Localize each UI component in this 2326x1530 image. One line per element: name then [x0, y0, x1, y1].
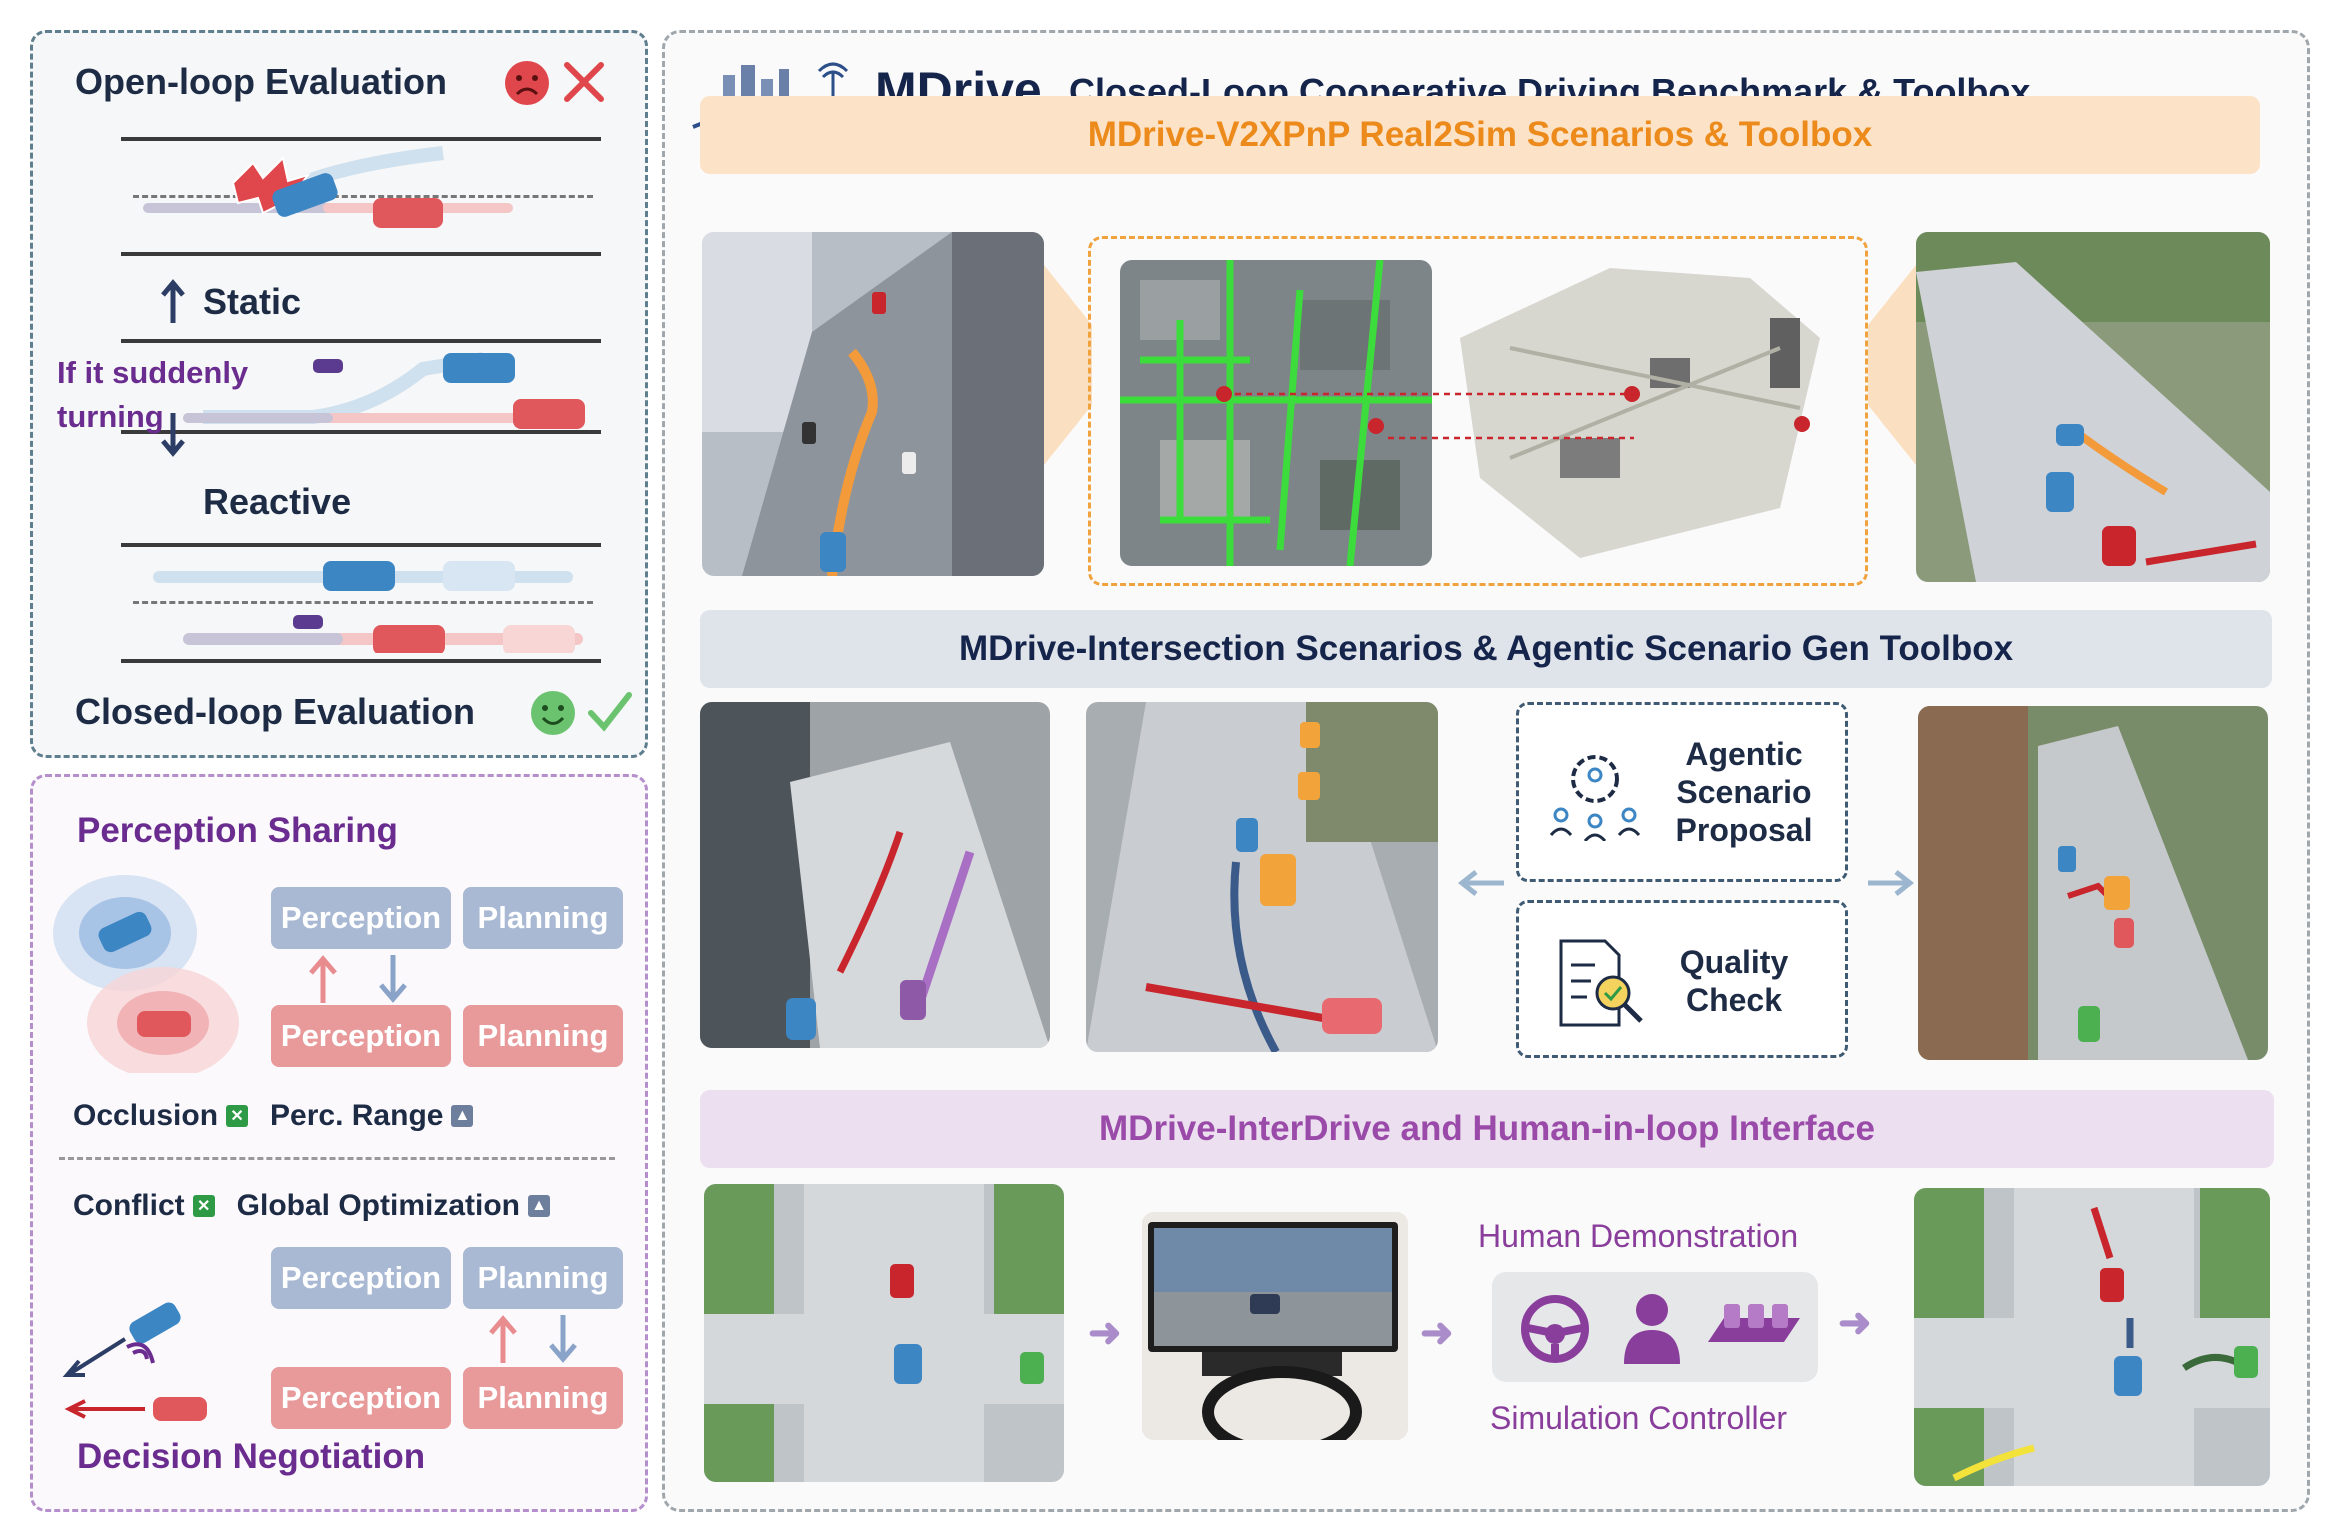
agentic-line1: Agentic: [1685, 736, 1803, 772]
satellite-map: [1120, 260, 1432, 566]
section1-band-main: MDrive-V2XPnP Real2Sim Scenarios & Toolb…: [700, 96, 2260, 174]
section2-band: MDrive-Intersection Scenarios & Agentic …: [700, 610, 2272, 688]
negotiation-cars: [62, 1302, 207, 1421]
arrow-right-icon: ➜: [1838, 1301, 1872, 1345]
perception-box-neg-bottom: Perception: [271, 1367, 451, 1429]
map-comparison-box: [1088, 236, 1868, 586]
sad-face-icon: [505, 61, 549, 105]
conflict-label: Conflict: [73, 1189, 185, 1222]
agentic-line2: Scenario: [1676, 774, 1812, 810]
scene-intersection-1: [700, 702, 1050, 1048]
person-icon: [1624, 1294, 1680, 1364]
perception-box-top: Perception: [271, 887, 451, 949]
quality-check-label: Quality Check: [1659, 943, 1809, 1019]
arrow-right-icon: ➜: [1088, 1311, 1122, 1355]
occlusion-feature: Occlusion ✕ Perc. Range ▲: [73, 1099, 474, 1133]
section3-band: MDrive-InterDrive and Human-in-loop Inte…: [700, 1090, 2274, 1168]
agentic-proposal-box: Agentic Scenario Proposal: [1516, 702, 1848, 882]
static-scene: [183, 352, 585, 429]
scene-interdrive-left: [704, 1184, 1064, 1482]
scene-intersection-3: [1918, 706, 2268, 1060]
lane-line: [121, 252, 601, 256]
conflict-feature: Conflict ✕ Global Optimization ▲: [73, 1189, 550, 1223]
quality-line2: Check: [1685, 982, 1783, 1018]
lane-line: [121, 659, 601, 663]
map-correspondence-lines: [1224, 392, 1634, 440]
checkbox-x-icon: ✕: [226, 1105, 249, 1127]
arrow-up-icon: [161, 279, 185, 323]
global-optimization-label: Global Optimization: [236, 1189, 520, 1222]
controller-box: [1492, 1272, 1818, 1382]
lane-line: [121, 339, 601, 343]
human-demonstration-label: Human Demonstration: [1478, 1218, 1799, 1254]
driving-rig-photo: [1142, 1212, 1408, 1440]
cooperation-panel: Perception Sharing Perception Planning P…: [30, 774, 648, 1512]
lane-line: [121, 543, 601, 547]
arrow-right-icon: ➜: [1420, 1311, 1454, 1355]
section1-title-main: MDrive-V2XPnP Real2Sim Scenarios & Toolb…: [1087, 115, 1873, 154]
planning-box-top: Planning: [463, 887, 623, 949]
planning-box-neg-top: Planning: [463, 1247, 623, 1309]
quality-check-box: Quality Check: [1516, 900, 1848, 1058]
reactive-scene: [153, 561, 583, 653]
lane-line: [121, 430, 601, 434]
lane-dash: [133, 195, 593, 198]
perception-sharing-title: Perception Sharing: [77, 811, 398, 850]
reactive-label: Reactive: [203, 481, 352, 522]
planning-box-neg-bottom: Planning: [463, 1367, 623, 1429]
perception-sharing-cars: [53, 875, 239, 1073]
lane-line: [121, 137, 601, 141]
arrow-right-icon: [1868, 870, 1915, 896]
pedals-icon: [1708, 1304, 1800, 1342]
perc-range-label: Perc. Range: [270, 1099, 444, 1132]
occlusion-label: Occlusion: [73, 1099, 219, 1132]
simulation-controller-label: Simulation Controller: [1490, 1400, 1788, 1436]
connector-wedge: [1044, 265, 1092, 465]
perception-box-bottom: Perception: [271, 1005, 451, 1067]
planning-box-bottom: Planning: [463, 1005, 623, 1067]
open-loop-scene: [143, 146, 513, 228]
turning-text: If it suddenly turning: [57, 351, 248, 439]
lane-dash: [133, 601, 593, 604]
signal-icon: [817, 62, 849, 97]
scene-interdrive-right: [1914, 1188, 2270, 1486]
scene-intersection-2: [1086, 702, 1438, 1052]
perception-box-neg-top: Perception: [271, 1247, 451, 1309]
document-check-icon: [1559, 939, 1643, 1027]
agentic-proposal-label: Agentic Scenario Proposal: [1659, 735, 1829, 849]
simulation-map: [1450, 258, 1850, 564]
red-x-icon: [564, 62, 604, 102]
static-label: Static: [203, 281, 302, 322]
open-loop-title: Open-loop Evaluation: [75, 61, 448, 102]
closed-loop-title: Closed-loop Evaluation: [75, 691, 476, 732]
triangle-up-icon: ▲: [451, 1105, 474, 1127]
turning-text-line1: If it suddenly: [57, 355, 249, 390]
checkbox-x-icon: ✕: [192, 1195, 215, 1217]
section3-title: MDrive-InterDrive and Human-in-loop Inte…: [1099, 1109, 1875, 1148]
green-check-icon: [588, 692, 632, 732]
steering-wheel-icon: [1521, 1295, 1589, 1363]
divider: [59, 1157, 615, 1160]
connector-wedge: [1868, 265, 1916, 465]
arrow-down-icon: [161, 413, 185, 457]
triangle-up-icon: ▲: [528, 1195, 550, 1217]
section2-title: MDrive-Intersection Scenarios & Agentic …: [958, 629, 2014, 668]
quality-line1: Quality: [1679, 944, 1789, 980]
agentic-line3: Proposal: [1675, 812, 1813, 848]
evaluation-panel: Open-loop Evaluation Static If it sudden…: [30, 30, 648, 758]
scene-v2x-right: [1916, 232, 2270, 582]
gear-people-icon: [1549, 755, 1641, 841]
decision-negotiation-title: Decision Negotiation: [77, 1437, 426, 1476]
happy-face-icon: [531, 691, 575, 735]
exchange-arrows-icon: [309, 955, 407, 1003]
arrow-left-icon: [1457, 870, 1504, 896]
exchange-arrows-icon: [489, 1315, 577, 1363]
scene-v2x-left: [702, 232, 1044, 576]
turning-text-line2: turning: [57, 399, 164, 434]
